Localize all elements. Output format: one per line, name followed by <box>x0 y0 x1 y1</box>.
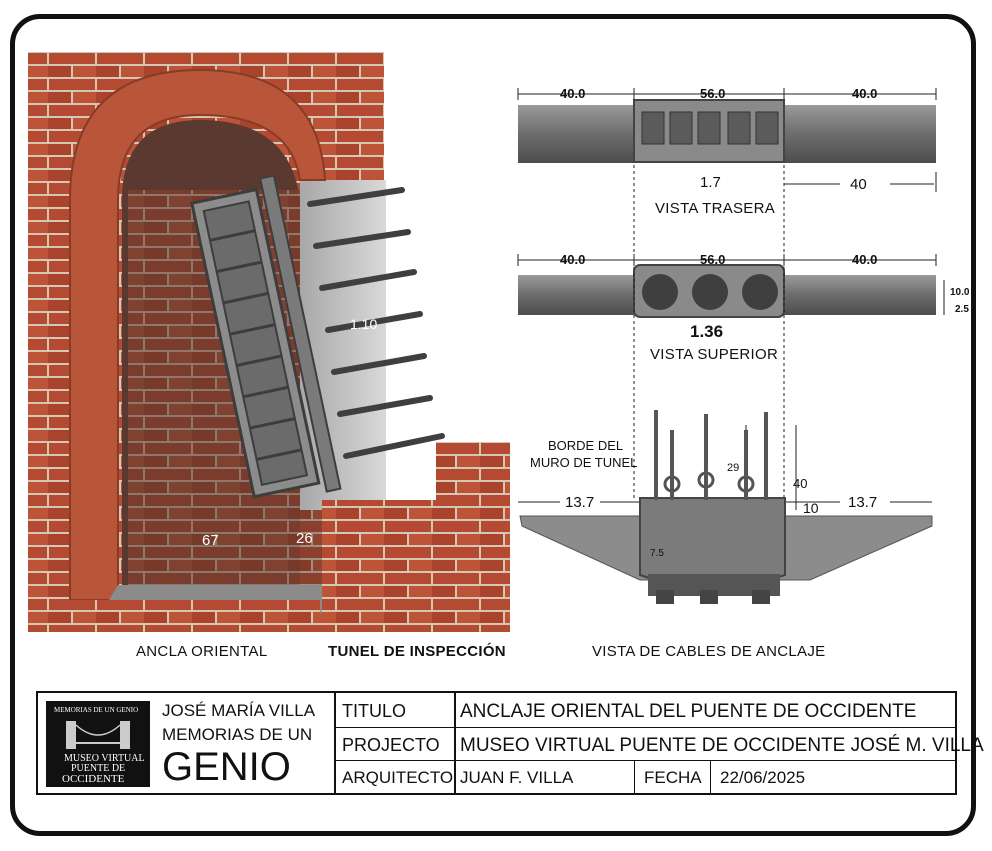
logo-line1: MUSEO VIRTUAL <box>64 753 145 764</box>
dim-26: 26 <box>296 530 313 547</box>
caption-vista-trasera: VISTA TRASERA <box>655 200 776 217</box>
caption-vista-cables: VISTA DE CABLES DE ANCLAJE <box>592 643 826 660</box>
logo: MEMORIAS DE UN GENIO MUSEO VIRTUAL PUENT… <box>46 701 150 787</box>
dim-10: 10 <box>803 500 819 516</box>
dim-40-left: 40.0 <box>560 86 586 101</box>
caption-ancla-oriental: ANCLA ORIENTAL <box>136 643 268 660</box>
dim-29: 29 <box>727 462 740 474</box>
projecto-value: MUSEO VIRTUAL PUENTE DE OCCIDENTE JOSÉ M… <box>460 735 984 756</box>
author-line3: GENIO <box>162 745 291 789</box>
title-block: MEMORIAS DE UN GENIO MUSEO VIRTUAL PUENT… <box>36 691 984 795</box>
dim-1-36: 1.36 <box>690 322 724 341</box>
borde-line1: BORDE DEL <box>548 438 624 453</box>
dim-10-0: 10.0 <box>950 287 970 298</box>
projecto-label: PROJECTO <box>342 735 440 755</box>
titulo-value: ANCLAJE ORIENTAL DEL PUENTE DE OCCIDENTE <box>460 701 917 722</box>
dim-56-top: 56.0 <box>700 252 726 267</box>
cable-anchor-block <box>519 410 933 604</box>
dim-40-rear: 40 <box>850 176 867 193</box>
beam-top <box>518 264 936 318</box>
borde-line2: MURO DE TUNEL <box>530 455 638 470</box>
caption-vista-superior: VISTA SUPERIOR <box>650 346 779 363</box>
anchor-rods <box>307 187 445 459</box>
logo-top: MEMORIAS DE UN GENIO <box>54 706 139 714</box>
bridge-icon <box>66 721 130 749</box>
dim-40-right: 40.0 <box>852 86 878 101</box>
dim-13-7-left: 13.7 <box>565 494 595 511</box>
caption-tunel-inspeccion: TUNEL DE INSPECCIÓN <box>328 643 506 660</box>
dim-40-cable: 40 <box>793 476 808 491</box>
dim-7-5: 7.5 <box>650 548 664 559</box>
arquitecto-value: JUAN F. VILLA <box>460 768 574 787</box>
logo-line2: PUENTE DE <box>71 763 126 774</box>
arquitecto-label: ARQUITECTO <box>342 768 454 787</box>
logo-line3: OCCIDENTE <box>62 773 125 785</box>
dim-40-right-top: 40.0 <box>852 252 878 267</box>
beam-rear <box>518 99 936 163</box>
dim-56: 56.0 <box>700 86 726 101</box>
dim-67: 67 <box>202 532 219 549</box>
drawing-frame <box>10 14 976 836</box>
dim-13-7-right: 13.7 <box>848 494 878 511</box>
author-line2: MEMORIAS DE UN <box>162 725 313 744</box>
titulo-label: TITULO <box>342 701 407 721</box>
author-line1: JOSÉ MARÍA VILLA <box>162 701 316 720</box>
dim-1-10: 1.10 <box>350 316 378 332</box>
dim-40-left-top: 40.0 <box>560 252 586 267</box>
dim-2-5: 2.5 <box>955 304 969 315</box>
anchor-frame <box>190 174 342 499</box>
fecha-label: FECHA <box>644 768 702 787</box>
fecha-value: 22/06/2025 <box>720 768 806 787</box>
dim-1-7: 1.7 <box>700 174 721 191</box>
